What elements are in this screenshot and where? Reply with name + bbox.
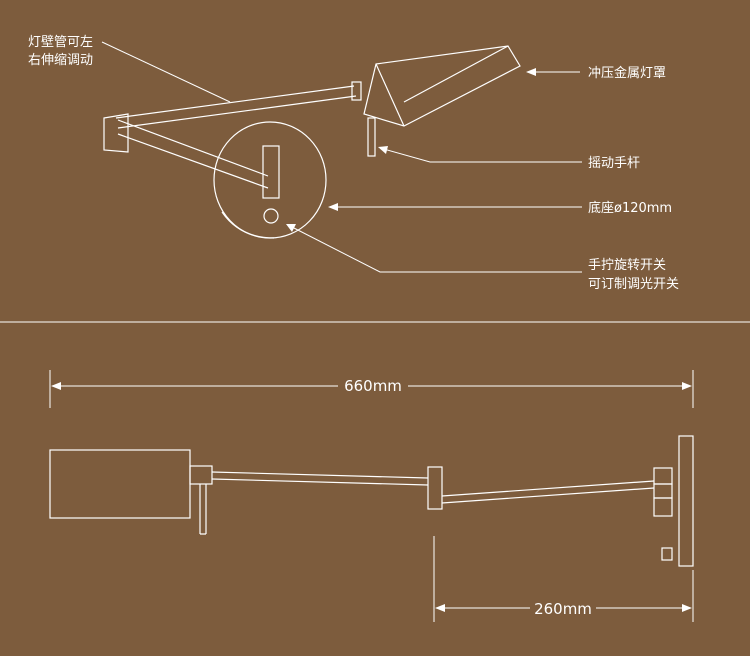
arrow-shade: [526, 68, 536, 76]
arm-collar: [351, 81, 362, 101]
label-base: 底座ø120mm: [588, 200, 672, 216]
head-collar: [189, 465, 213, 485]
arrow-handle: [378, 146, 388, 154]
dim-overall-length: 660mm: [344, 377, 402, 395]
dim-arm-reach: 260mm: [534, 600, 592, 618]
dim-arrow-left: [51, 382, 61, 390]
swivel-block: [262, 145, 280, 199]
lamp-shade-edges: [375, 45, 509, 127]
label-arm-line2: 右伸缩调动: [28, 52, 93, 68]
elbow-joint: [103, 113, 129, 153]
dim-arrow-reach-right: [682, 604, 692, 612]
arrow-base: [328, 203, 338, 211]
lower-arm: [117, 119, 269, 189]
side-elbow: [427, 466, 443, 510]
side-switch-knob: [661, 547, 673, 561]
side-lower-arm: [441, 480, 655, 504]
leader-arm: [101, 41, 231, 103]
label-switch-line2: 可订制调光开关: [588, 277, 679, 292]
lamp-shade: [363, 45, 521, 127]
side-wall-plate: [678, 435, 694, 567]
label-shade: 冲压金属灯罩: [588, 65, 666, 81]
leader-handle: [379, 147, 582, 163]
dim-arrow-reach-left: [435, 604, 445, 612]
leader-switch: [289, 225, 582, 273]
label-arm-line1: 灯壁管可左: [28, 35, 93, 50]
arrow-switch: [286, 224, 296, 232]
upper-arm: [115, 85, 357, 129]
side-handle-rod: [199, 484, 207, 535]
dim-arrow-right: [682, 382, 692, 390]
side-swivel-bottom: [653, 497, 673, 517]
base-plate-edge: [221, 211, 275, 239]
side-upper-arm: [211, 471, 429, 486]
label-handle: 摇动手杆: [588, 156, 640, 171]
switch-knob: [263, 208, 279, 224]
handle-rod: [367, 117, 376, 157]
label-switch-line1: 手拧旋转开关: [588, 258, 666, 273]
